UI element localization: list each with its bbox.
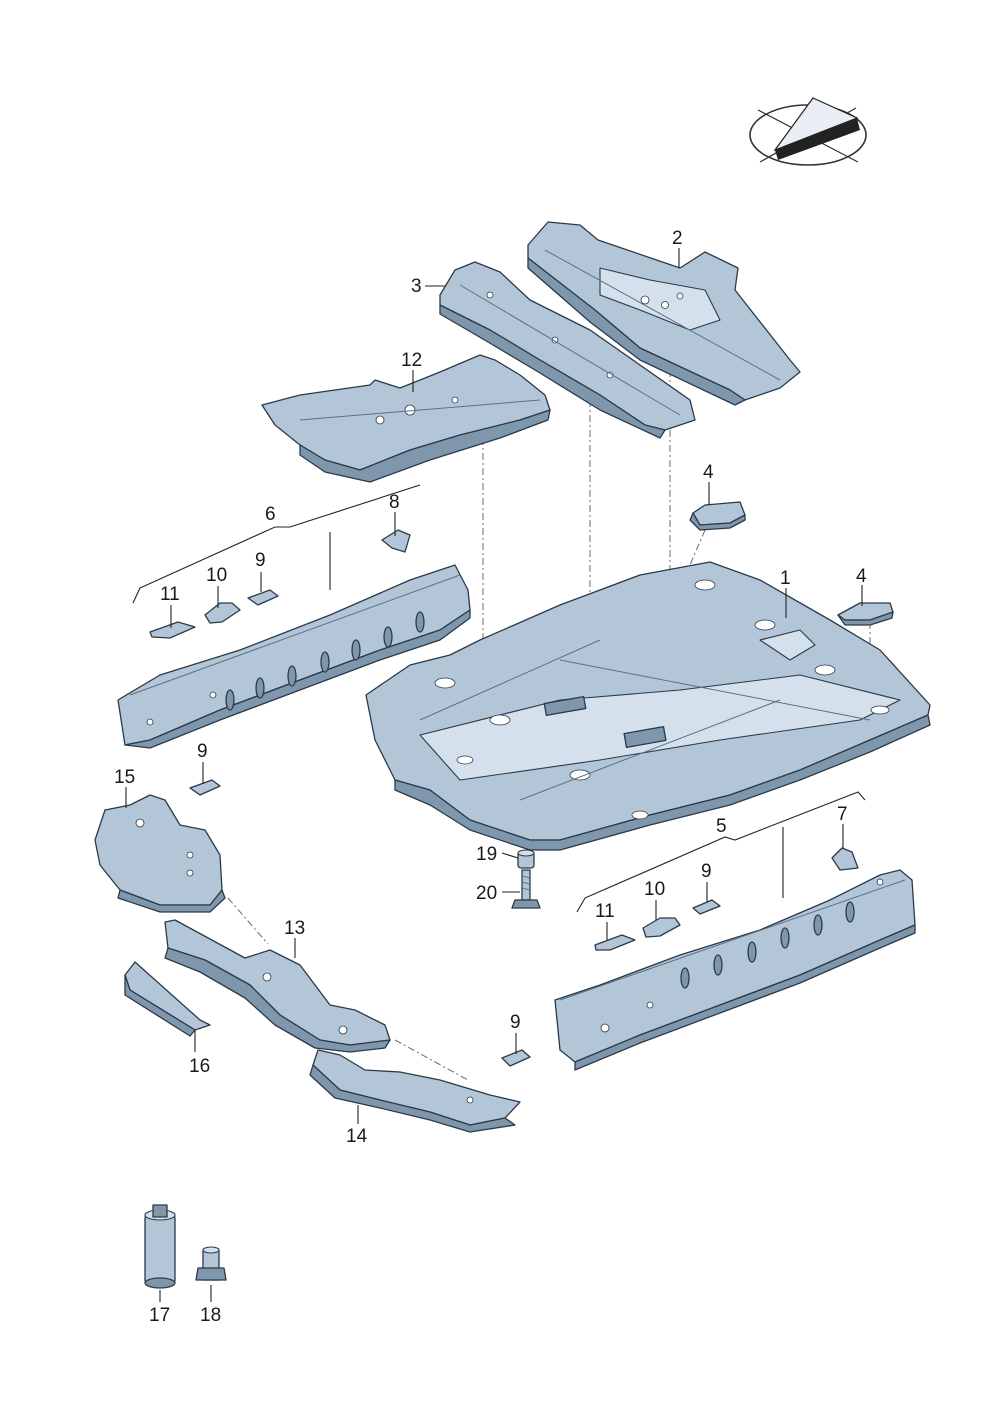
part-1-floor-pan <box>365 561 931 851</box>
callout-12: 12 <box>401 350 422 371</box>
callout-11-right: 11 <box>595 901 615 922</box>
part-9-clip-lower-middle <box>501 1049 531 1067</box>
part-11-clip-upper-left <box>149 621 196 639</box>
callout-9-right: 9 <box>701 861 712 882</box>
orientation-compass-icon <box>749 97 867 166</box>
part-11-clip-right <box>594 934 636 951</box>
callout-1: 1 <box>780 568 791 589</box>
part-13-tunnel-reinforcement <box>164 919 391 1053</box>
callout-10-right: 10 <box>644 879 665 900</box>
part-16-bracket <box>124 961 211 1037</box>
leader-lines <box>125 248 866 1302</box>
floor-pan-holes <box>434 579 890 820</box>
callout-8: 8 <box>389 492 400 513</box>
part-15-panel <box>94 794 226 913</box>
callout-6: 6 <box>265 504 276 525</box>
part-8-bracket <box>381 529 411 553</box>
part-9-clip-right <box>692 899 721 915</box>
callout-4-right: 4 <box>856 566 867 587</box>
callout-2: 2 <box>672 228 683 249</box>
part-5-right-sill <box>554 869 916 1071</box>
part-18-plug <box>195 1246 227 1281</box>
callout-11-upper-left: 11 <box>160 584 180 605</box>
callout-14: 14 <box>346 1126 368 1147</box>
callout-labels: 1 2 3 4 4 12 6 8 9 10 11 9 15 13 16 14 9… <box>114 228 867 1326</box>
part-10-clip-upper-left <box>204 602 241 624</box>
part-2-cross-member <box>527 221 801 406</box>
part-4-bracket-upper <box>689 501 746 531</box>
callout-18: 18 <box>200 1305 221 1326</box>
part-9-clip-mid-left <box>189 779 221 796</box>
right-sill-slots <box>680 901 855 989</box>
part-7-bracket <box>831 847 859 871</box>
callout-16: 16 <box>189 1056 210 1077</box>
part-4-bracket-right <box>837 602 894 626</box>
callout-5: 5 <box>716 816 727 837</box>
callout-20: 20 <box>476 883 497 904</box>
callout-7: 7 <box>837 804 848 825</box>
callout-15: 15 <box>114 767 135 788</box>
part-20-bolt <box>511 869 541 909</box>
callout-13: 13 <box>284 918 305 939</box>
part-3-longitudinal-member <box>439 261 696 439</box>
callout-10-upper-left: 10 <box>206 565 227 586</box>
callout-3: 3 <box>411 276 422 297</box>
part-9-clip-upper-left <box>247 589 279 606</box>
callout-17: 17 <box>149 1305 170 1326</box>
callout-9-upper-left: 9 <box>255 550 266 571</box>
part-17-spacer <box>144 1204 176 1289</box>
part-14-rear-section <box>309 1049 521 1133</box>
left-sill-slots <box>225 611 425 711</box>
part-10-clip-right <box>642 917 681 938</box>
part-12-front-floor-section <box>261 354 551 483</box>
callout-9-mid-left: 9 <box>197 741 208 762</box>
callout-19: 19 <box>476 844 497 865</box>
part-6-left-sill <box>117 564 471 749</box>
callout-4-upper: 4 <box>703 462 714 483</box>
part-19-nut <box>517 849 535 869</box>
callout-9-lower-middle: 9 <box>510 1012 521 1033</box>
